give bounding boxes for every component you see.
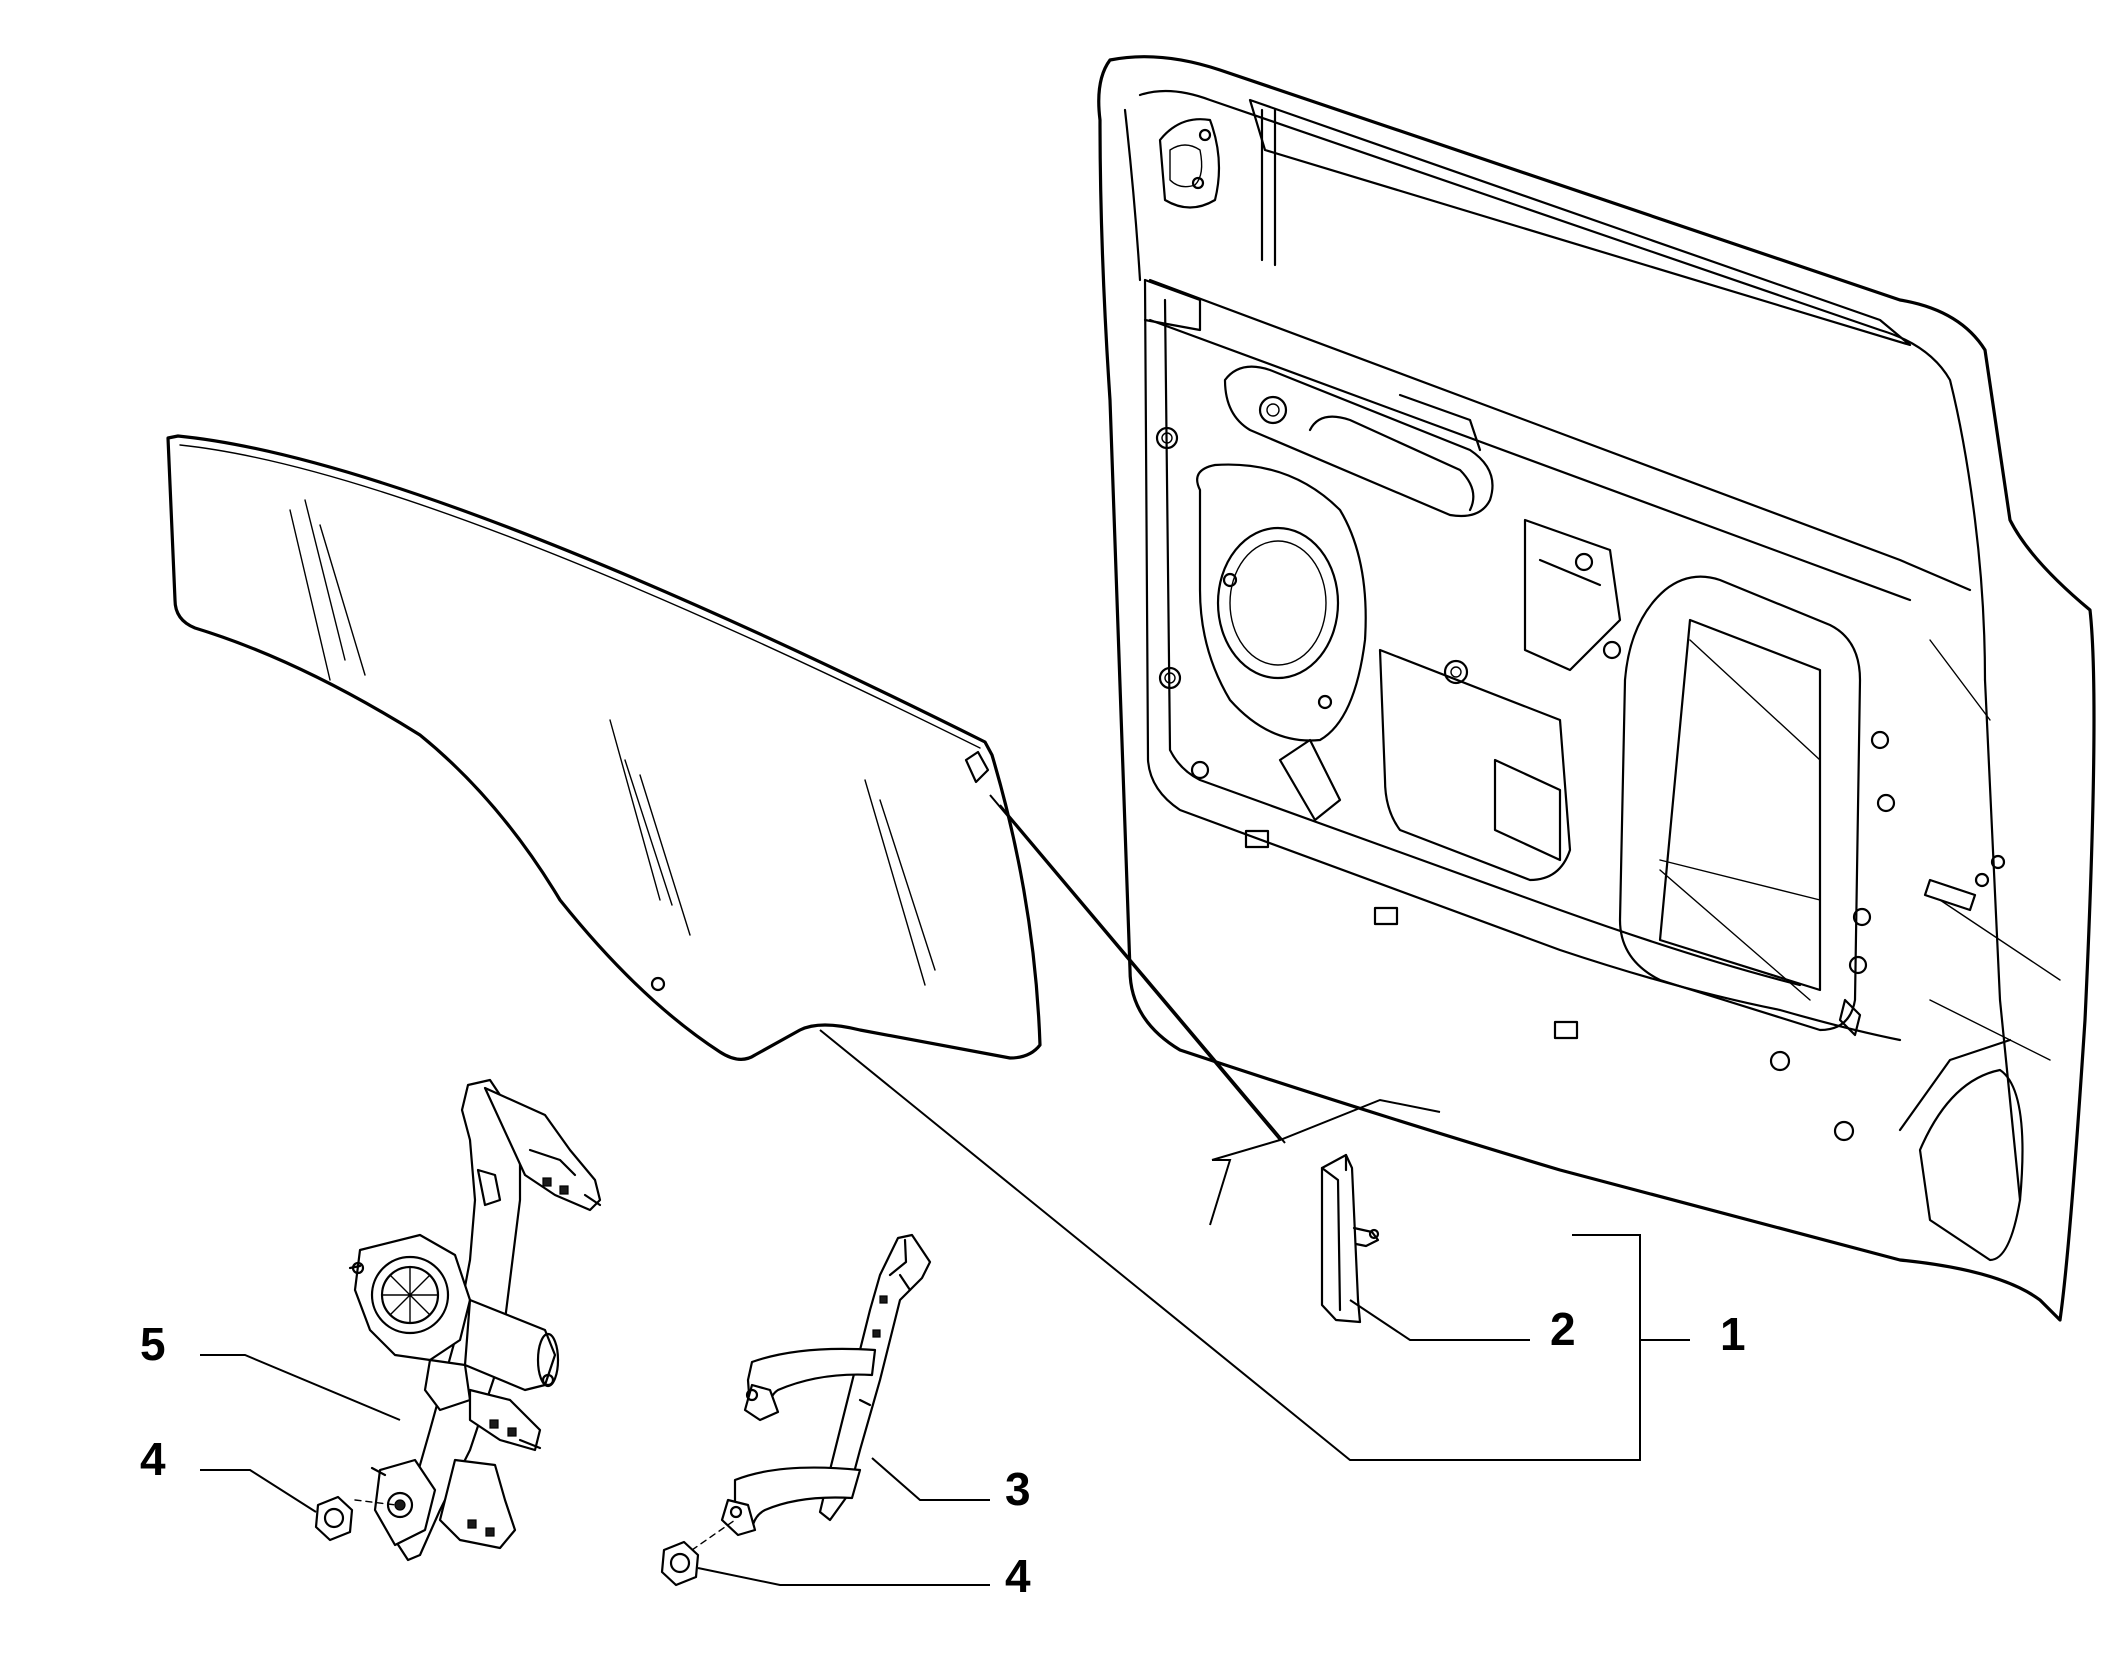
callout-3: 3 (1005, 1463, 1031, 1515)
callout-2: 2 (1550, 1303, 1576, 1355)
window-regulator-part-5 (348, 1078, 602, 1562)
callout-5: 5 (140, 1318, 166, 1370)
callout-4-right: 4 (1005, 1550, 1031, 1602)
guide-channel-part-2 (1320, 1153, 1380, 1324)
leader-lines (200, 794, 1690, 1586)
hex-nut-part-4-left (314, 1495, 354, 1542)
guide-rail-part-3 (691, 1233, 932, 1551)
hex-nut-part-4-right (660, 1540, 700, 1587)
callout-1: 1 (1720, 1308, 1746, 1360)
window-glass (166, 434, 1042, 1061)
door-frame (1097, 55, 2096, 1322)
callout-4-left: 4 (140, 1433, 166, 1485)
